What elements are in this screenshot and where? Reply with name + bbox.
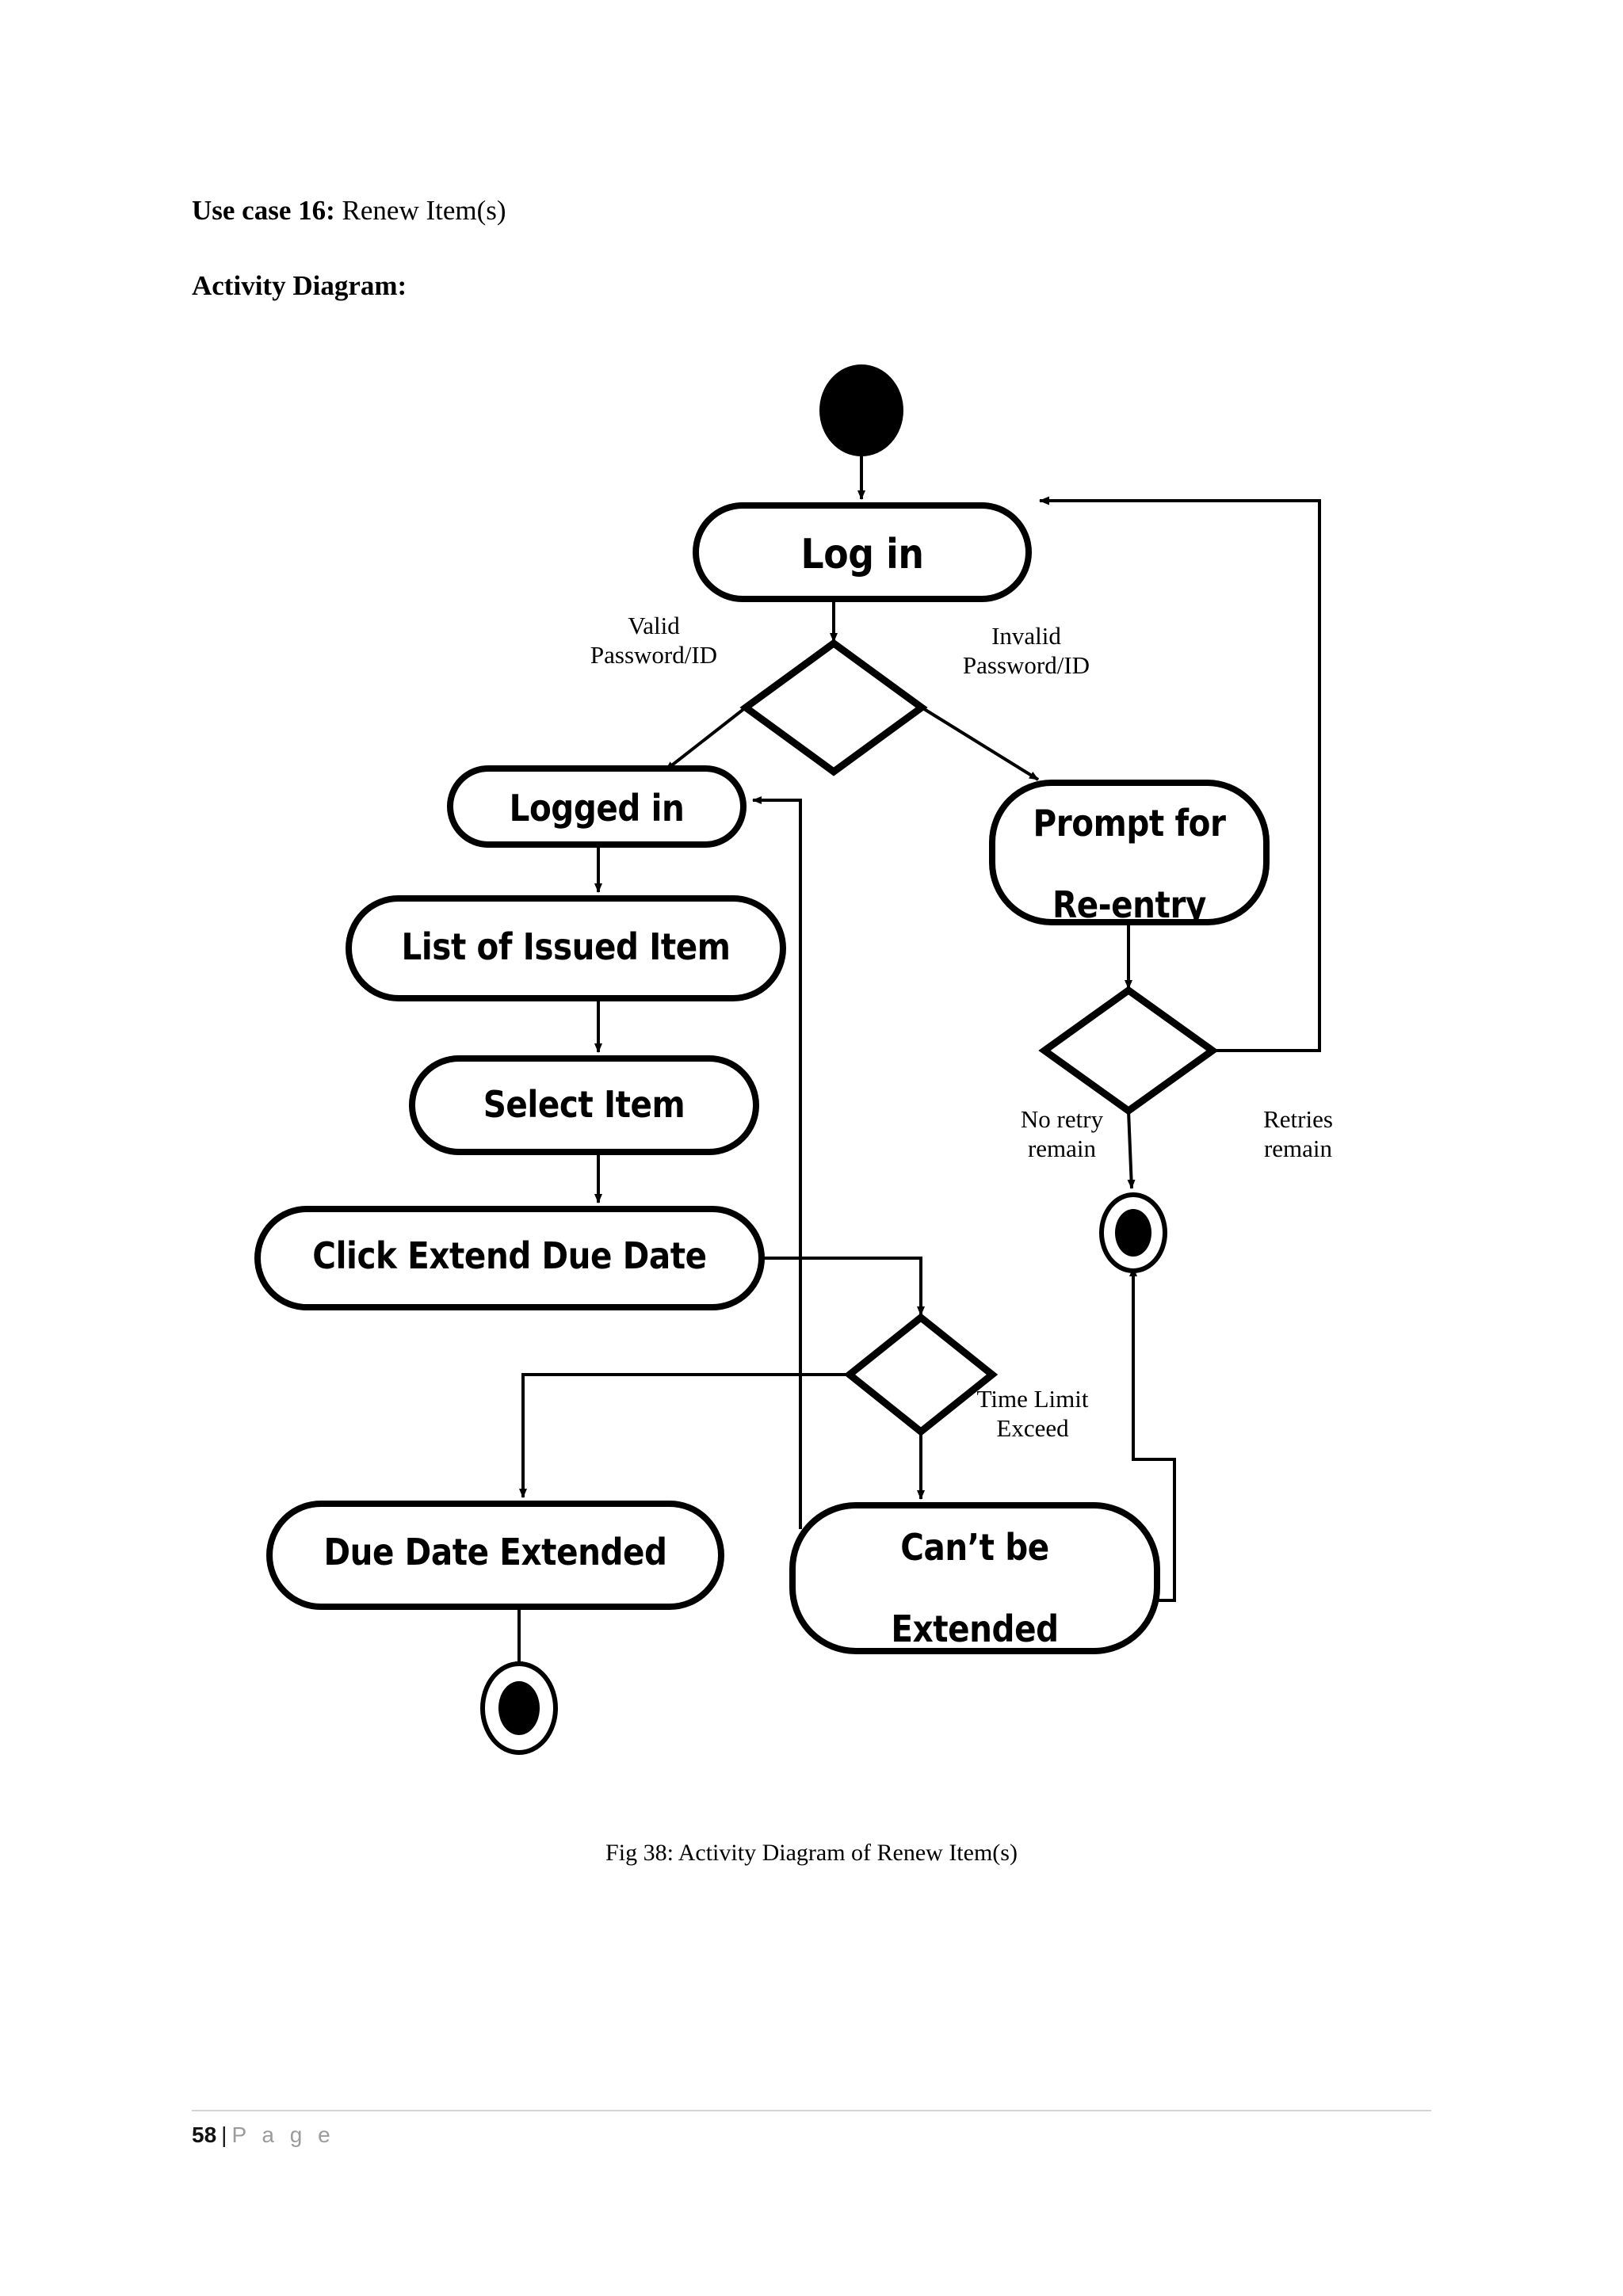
initial-node: [819, 364, 903, 456]
footer-page-number: 58: [192, 2122, 217, 2147]
edge-extend-to-decision3: [762, 1257, 925, 1316]
node-logged-in: [447, 765, 747, 848]
decision-node-time-limit: [843, 1313, 999, 1436]
activity-diagram-heading: Activity Diagram:: [192, 270, 407, 301]
figure-caption: Fig 38: Activity Diagram of Renew Item(s…: [605, 1840, 1018, 1866]
node-due-date-extended: [266, 1501, 724, 1610]
use-case-title: Renew Item(s): [342, 195, 506, 226]
node-select-item: [409, 1055, 759, 1155]
edge-decision1-to-loggedin: [664, 706, 747, 772]
final-node-success-core: [498, 1681, 540, 1735]
use-case-label: Use case 16:: [192, 195, 335, 226]
node-cant-be-extended: [789, 1502, 1160, 1654]
node-prompt-for-reentry: [989, 780, 1270, 925]
edge-decision2-to-final: [1127, 1110, 1136, 1189]
use-case-heading: Use case 16: Renew Item(s): [192, 194, 506, 227]
edge-decision2-to-login-retry: [1039, 496, 1321, 1052]
edge-decision1-to-prompt: [920, 706, 1040, 781]
footer-page-word: P a g e: [231, 2122, 335, 2147]
edge-decision3-to-extended: [519, 1373, 850, 1498]
page-footer: 58|P a g e: [192, 2110, 1431, 2148]
decision-node-credentials: [739, 639, 928, 776]
footer-separator: |: [221, 2122, 227, 2147]
decision-node-retries: [1038, 986, 1219, 1116]
node-click-extend-due-date: [254, 1206, 765, 1310]
node-list-of-issued-item: [346, 895, 786, 1001]
edge-cantextend-to-loggedin: [752, 796, 802, 1529]
edge-cantextend-to-final: [1129, 1267, 1176, 1602]
final-node-retry-exhausted-core: [1115, 1209, 1151, 1257]
node-log-in: [693, 502, 1032, 602]
